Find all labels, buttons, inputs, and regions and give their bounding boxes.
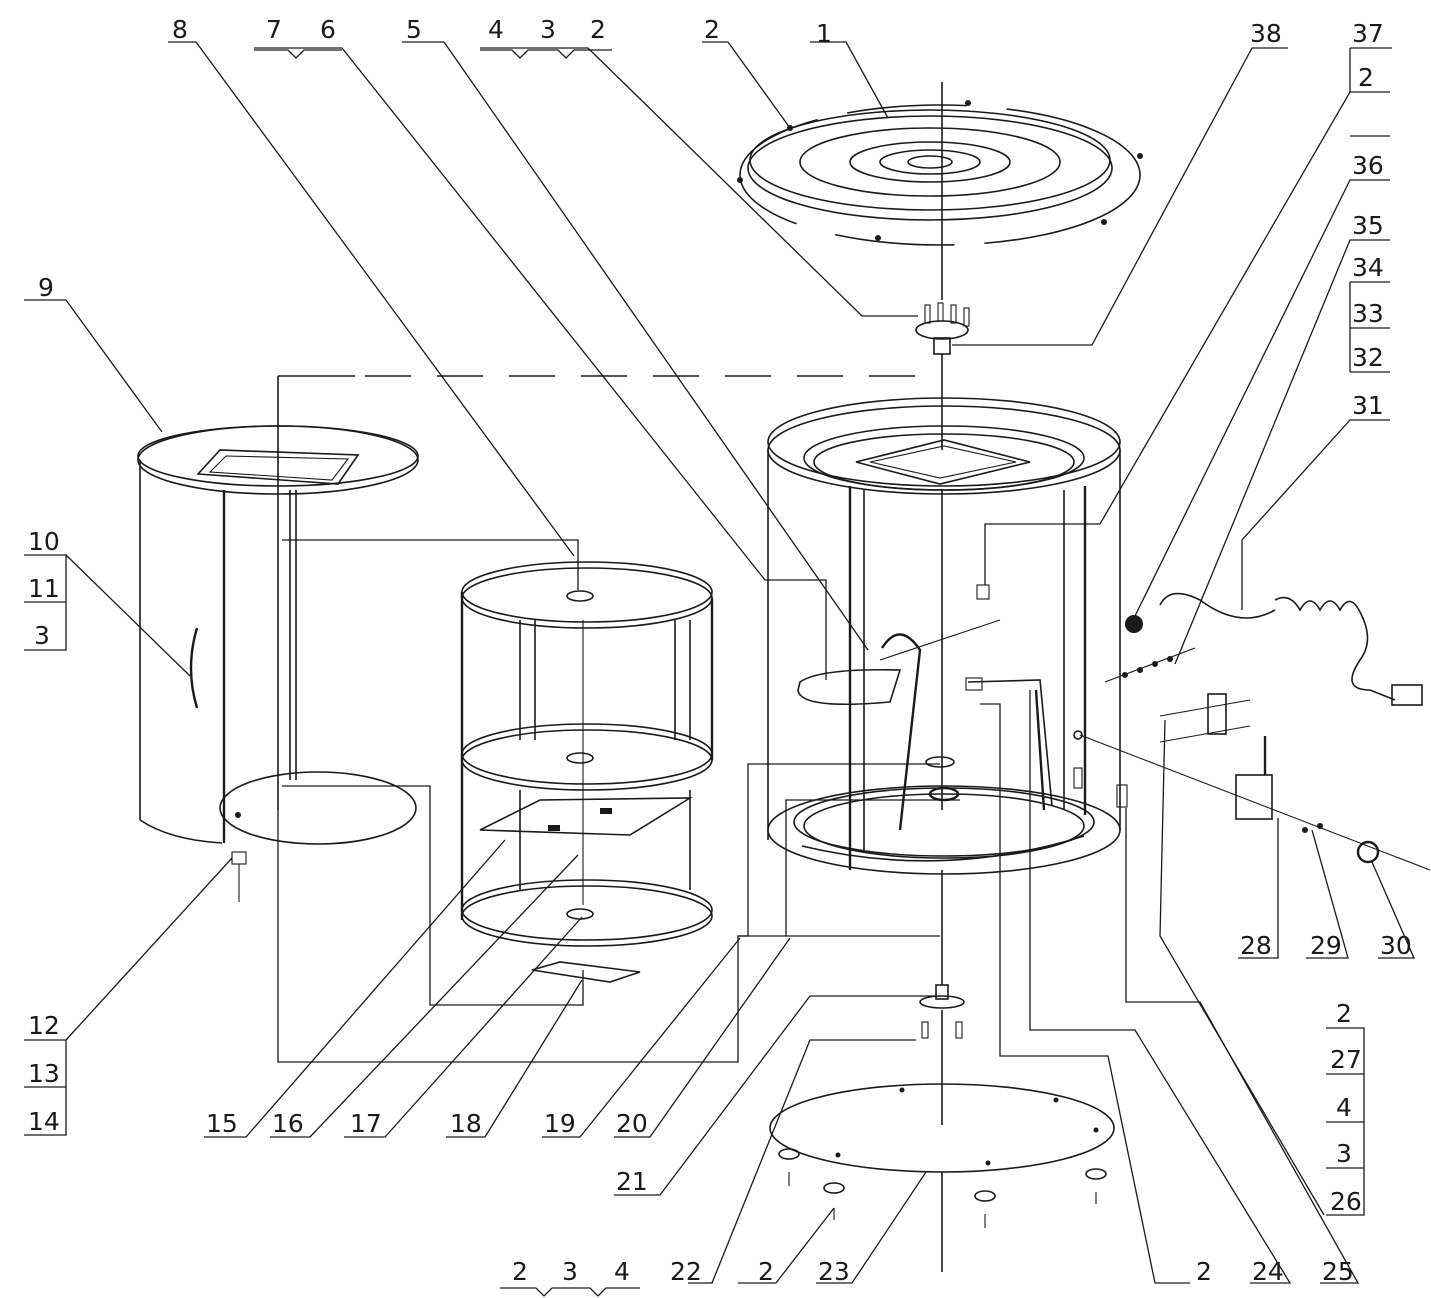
label-29: 29 (1310, 931, 1342, 960)
label-26: 26 (1330, 1187, 1362, 1216)
label-9: 9 (38, 273, 54, 302)
label-10: 10 (28, 527, 60, 556)
label-3-top: 3 (540, 15, 556, 44)
label-36: 36 (1352, 151, 1384, 180)
label-34: 34 (1352, 253, 1384, 282)
label-3-stack: 3 (1336, 1139, 1352, 1168)
label-37: 37 (1352, 19, 1384, 48)
label-2-bottom-right: 2 (1196, 1257, 1212, 1286)
label-27: 27 (1330, 1045, 1362, 1074)
label-18: 18 (450, 1109, 482, 1138)
label-25: 25 (1322, 1257, 1354, 1286)
label-16: 16 (272, 1109, 304, 1138)
label-2-top-a: 2 (590, 15, 606, 44)
label-2-stack: 2 (1336, 999, 1352, 1028)
hub-assembly (915, 302, 970, 450)
label-21: 21 (616, 1167, 648, 1196)
leader-lines (24, 41, 1415, 1297)
bottom-plate (769, 984, 1115, 1272)
label-5: 5 (406, 15, 422, 44)
label-4-stack: 4 (1336, 1093, 1352, 1122)
label-8: 8 (172, 15, 188, 44)
label-2-bottom-group: 2 (512, 1257, 528, 1286)
label-4-bottom-group: 4 (614, 1257, 630, 1286)
main-cabinet (767, 397, 1128, 985)
label-17: 17 (350, 1109, 382, 1138)
label-38: 38 (1250, 19, 1282, 48)
label-12: 12 (28, 1011, 60, 1040)
label-32: 32 (1352, 343, 1384, 372)
label-13: 13 (28, 1059, 60, 1088)
label-15: 15 (206, 1109, 238, 1138)
label-2-right: 2 (1358, 63, 1374, 92)
label-3-left: 3 (34, 621, 50, 650)
electrical-components (1079, 592, 1431, 871)
label-30: 30 (1380, 931, 1412, 960)
label-4-top: 4 (488, 15, 504, 44)
part-labels: 8 7 6 5 4 3 2 2 1 38 37 2 36 35 34 33 32… (28, 15, 1412, 1286)
top-turntable (737, 82, 1143, 300)
label-3-bottom-group: 3 (562, 1257, 578, 1286)
label-24: 24 (1252, 1257, 1284, 1286)
label-7: 7 (266, 15, 282, 44)
label-28: 28 (1240, 931, 1272, 960)
label-2-bottom: 2 (758, 1257, 774, 1286)
label-31: 31 (1352, 391, 1384, 420)
label-14: 14 (28, 1107, 60, 1136)
label-1: 1 (816, 19, 832, 48)
label-23: 23 (818, 1257, 850, 1286)
label-19: 19 (544, 1109, 576, 1138)
label-33: 33 (1352, 299, 1384, 328)
middle-rack (460, 561, 714, 983)
label-35: 35 (1352, 211, 1384, 240)
label-11: 11 (28, 574, 60, 603)
label-2-top-b: 2 (704, 15, 720, 44)
label-22: 22 (670, 1257, 702, 1286)
label-20: 20 (616, 1109, 648, 1138)
label-6: 6 (320, 15, 336, 44)
